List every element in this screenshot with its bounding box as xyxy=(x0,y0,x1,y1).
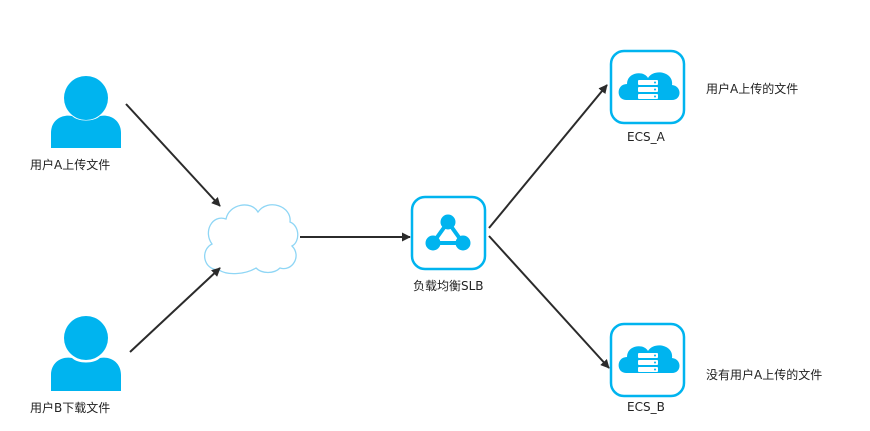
ecs-b-label: ECS_B xyxy=(627,400,665,414)
slb-icon xyxy=(410,195,487,271)
ecs-a-label: ECS_A xyxy=(627,130,665,144)
user-b-icon xyxy=(51,316,121,391)
slb-label: 负载均衡SLB xyxy=(413,279,484,293)
ecs-b-note: 没有用户A上传的文件 xyxy=(706,368,823,382)
arrow-slb-to-ecs-a xyxy=(488,84,608,229)
internet-cloud-icon xyxy=(204,204,299,275)
arrow-user-b-to-cloud xyxy=(129,267,221,353)
ecs-a-icon xyxy=(609,49,686,125)
arrow-slb-to-ecs-b xyxy=(488,235,610,369)
user-a-label: 用户A上传文件 xyxy=(30,158,111,172)
ecs-b-icon xyxy=(609,322,686,398)
user-a-icon xyxy=(51,76,121,148)
arrow-user-a-to-cloud xyxy=(125,103,221,207)
user-b-label: 用户B下载文件 xyxy=(30,401,111,415)
ecs-a-note: 用户A上传的文件 xyxy=(706,82,799,96)
